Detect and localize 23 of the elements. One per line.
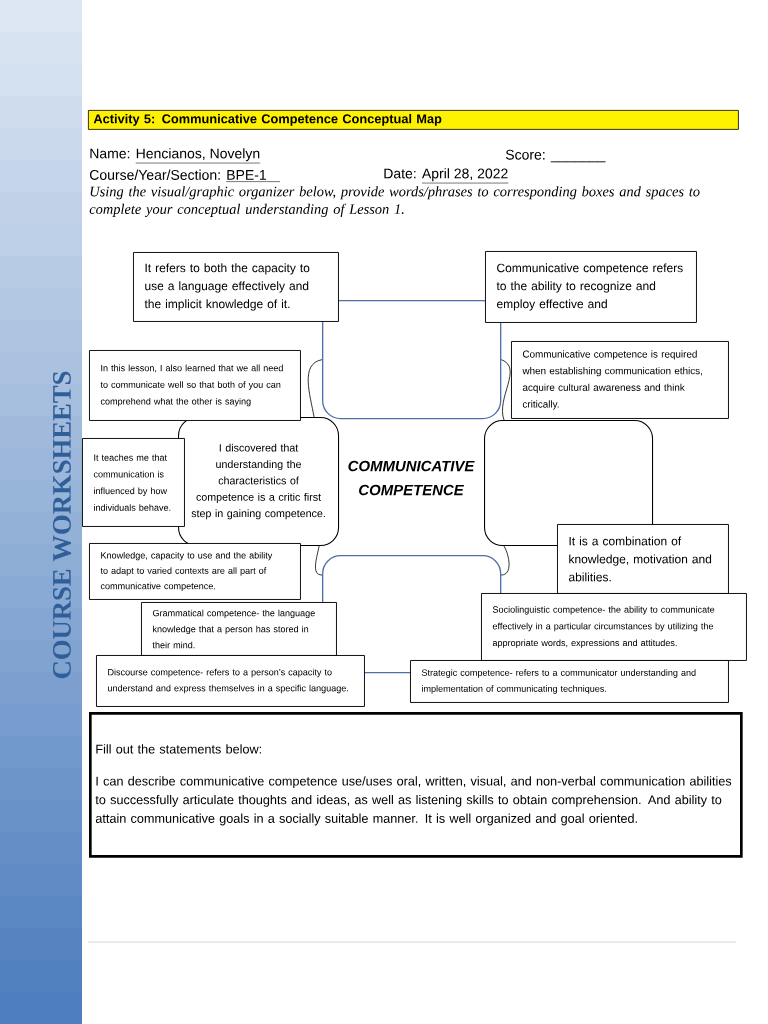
connector-line: [307, 359, 323, 418]
title-bar: Activity 5: Communicative Competence Conceptual Map: [88, 110, 739, 130]
name-field: Name: Hencianos, Novelyn: [90, 148, 261, 164]
score-field: Score: _______: [505, 149, 606, 163]
text-box: It teaches me that communication is influenced by how individuals behave.: [82, 438, 185, 527]
course-field: Course/Year/Section: BPE-1: [90, 169, 281, 182]
date-field: Date: April 28, 2022: [384, 168, 509, 184]
text-box: Knowledge, capacity to use and the ability to adapt to varied contexts are all part of communicative competence.: [89, 543, 301, 600]
text-box: Communicative competence is required when establishing communication ethics, acquire cultural awareness and think critically.: [511, 341, 729, 419]
connector-line: [315, 545, 323, 576]
statement-box: Fill out the statements below: I can describe communicative competence use/uses oral, written, visual, and non-verbal communication abilities to successfully articulate thoughts and ideas, as well as listening skills to obtain comprehension. And ability to attain communicative goals in a socially suitable manner. It is well organized and goal oriented.: [89, 712, 743, 858]
text-box: Communicative competence refers to the ability to recognize and employ effective and: [485, 251, 697, 323]
instructions: Using the visual/graphic organizer below, provide words/phrases to corresponding boxes and spaces to complete your conceptual understanding of Lesson 1.: [89, 186, 700, 217]
text-box: Strategic competence- refers to a communicator understanding and implementation of communicating techniques.: [410, 660, 729, 703]
center-label: COMMUNICATIVE COMPETENCE: [348, 460, 475, 496]
text-box: Grammatical competence- the language knowledge that a person has stored in their mind.: [141, 602, 337, 656]
text-box: It refers to both the capacity to use a language effectively and the implicit knowledge of it.: [133, 252, 339, 322]
connector-line: [500, 359, 511, 421]
text-box: Sociolinguistic competence- the ability to communicate effectively in a particular circumstances by utilizing the appropriate words, expressions and attitudes.: [481, 593, 747, 661]
text-box: In this lesson, I also learned that we all need to communicate well so that both of you can comprehend what the other is saying: [89, 350, 301, 421]
text-box: Discourse competence- refers to a person’s capacity to understand and express themselves in a specific language.: [96, 655, 365, 707]
text-box: It is a combination of knowledge, motivation and abilities.: [557, 524, 729, 594]
sidebar-title: COURSE WORKSHEETS: [53, 371, 71, 679]
